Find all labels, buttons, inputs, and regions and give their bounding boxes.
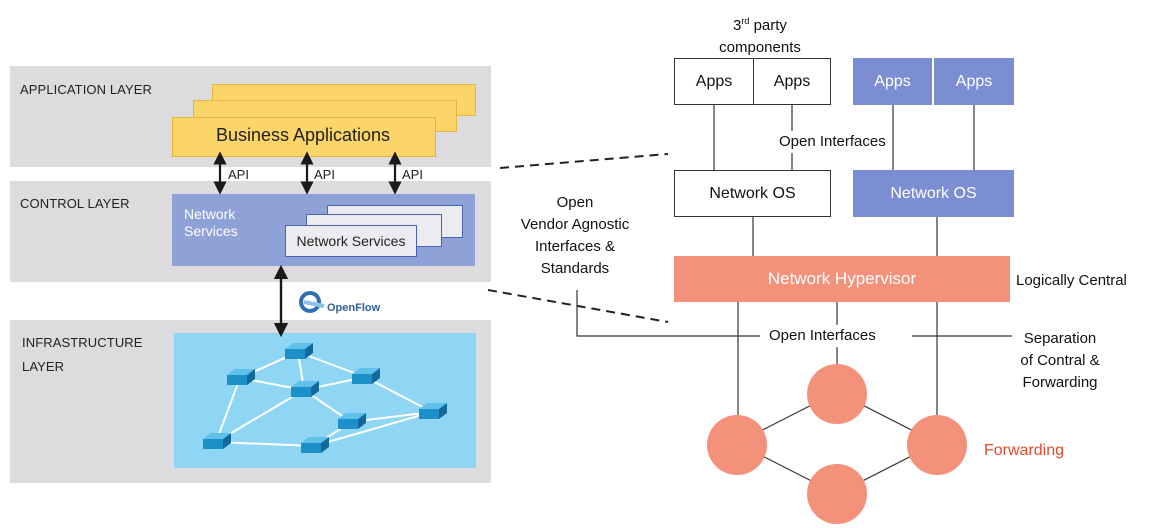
apps-box-blue-1: Apps: [853, 58, 932, 105]
separation-label: Separation of Contral & Forwarding: [998, 328, 1122, 394]
separation-line-1: Separation: [1023, 330, 1097, 347]
network-services-main-label: Network Services: [184, 206, 238, 239]
infrastructure-layer-label: INFRASTRUCTURE LAYER: [22, 335, 143, 374]
network-services-card-label: Network Services: [296, 233, 406, 249]
apps-box-white-1: Apps: [674, 58, 754, 105]
third-party-components: components: [719, 39, 801, 56]
logically-central-label: Logically Central: [1016, 272, 1127, 289]
control-layer-label: CONTROL LAYER: [20, 196, 130, 211]
forwarding-label: Forwarding: [984, 442, 1065, 459]
dashed-connector-bottom: [487, 289, 669, 323]
switch-icon: [291, 381, 319, 397]
network-services-card-front: [285, 225, 417, 257]
vendor-agnostic-line-1: Open: [556, 194, 594, 211]
switch-icon: [352, 368, 380, 384]
vendor-agnostic-line-4: Standards: [540, 260, 610, 277]
api-label-3: API: [402, 167, 423, 182]
third-party-rest: party: [753, 17, 787, 34]
business-applications-label: Business Applications: [215, 125, 391, 145]
third-party-components-label: 3rd party components: [680, 10, 840, 59]
third-party-superscript: rd: [741, 16, 750, 26]
forwarding-node-bottom: [807, 464, 867, 524]
switch-icon: [419, 403, 447, 419]
network-hypervisor-bar: Network Hypervisor: [674, 256, 1010, 302]
separation-line-3: Forwarding: [1022, 374, 1098, 391]
switch-icon: [301, 437, 329, 453]
vendor-agnostic-line-3: Interfaces &: [534, 238, 616, 255]
open-interfaces-top-label: Open Interfaces: [776, 131, 889, 153]
switch-icon: [285, 343, 313, 359]
forwarding-nodes: [707, 364, 967, 524]
network-links: [215, 351, 433, 447]
network-os-box-white: Network OS: [674, 170, 831, 217]
openflow-logo-text: OpenFlow: [327, 302, 381, 314]
api-label-1: API: [228, 167, 249, 182]
separation-line-2: of Contral &: [1020, 352, 1100, 369]
dashed-connector-top: [499, 153, 669, 169]
business-app-card-front: [172, 117, 436, 157]
openflow-logo-icon: [299, 291, 325, 313]
vendor-agnostic-line-2: Vendor Agnostic: [520, 216, 630, 233]
switch-icon: [203, 433, 231, 449]
open-interfaces-bottom-label: Open Interfaces: [766, 325, 879, 347]
forwarding-node-left: [707, 415, 767, 475]
switch-icon: [227, 369, 255, 385]
vendor-agnostic-label: Open Vendor Agnostic Interfaces & Standa…: [505, 192, 645, 280]
forwarding-node-right: [907, 415, 967, 475]
third-party-number: 3: [733, 17, 742, 34]
apps-box-blue-2: Apps: [934, 58, 1014, 105]
network-os-box-blue: Network OS: [853, 170, 1014, 217]
forwarding-node-top: [807, 364, 867, 424]
apps-box-white-2: Apps: [753, 58, 831, 105]
api-label-2: API: [314, 167, 335, 182]
application-layer-label: APPLICATION LAYER: [20, 82, 152, 97]
switch-icons: [203, 343, 447, 453]
switch-icon: [338, 413, 366, 429]
